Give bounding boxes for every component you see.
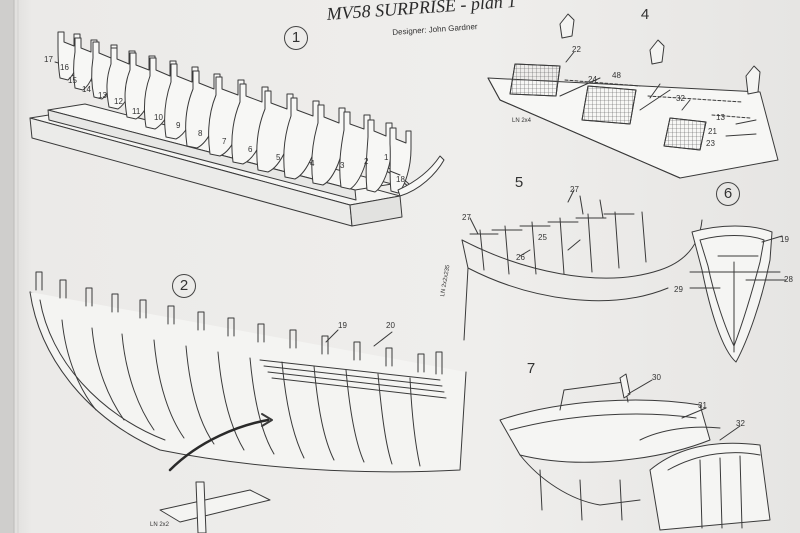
frame-label: 11 (132, 107, 141, 116)
step-marker-4: 4 (640, 6, 650, 23)
part-label: 32 (736, 419, 745, 428)
step-marker-2: 2 (172, 274, 196, 298)
part-label: 27 (462, 213, 471, 222)
frame-label: 7 (222, 137, 227, 146)
part-label: 20 (386, 321, 395, 330)
page-binding-edge (0, 0, 14, 533)
frame-label: 4 (310, 159, 315, 168)
dimension-label: 48 (612, 71, 621, 80)
part-label: LN 2x2 (150, 522, 170, 528)
part-label: 19 (780, 235, 789, 244)
step1-frames-drawing (29, 31, 445, 227)
frame-label: 3 (340, 161, 345, 170)
part-label: 28 (784, 275, 793, 284)
frame-label: 13 (98, 91, 107, 100)
frame-label: 2 (364, 157, 369, 166)
frame-label: 9 (176, 121, 181, 130)
step-marker-5: 5 (514, 174, 524, 191)
part-label: 19 (338, 321, 347, 330)
frame-label: 17 (44, 55, 53, 64)
step2-hull-drawing (29, 271, 467, 533)
step-marker-1: 1 (284, 26, 308, 50)
step6-transom-drawing (689, 225, 781, 363)
part-label: 27 (570, 185, 579, 194)
frame-label: 1 (384, 153, 389, 162)
dimension-label: 13 (716, 113, 725, 122)
step-marker-7: 7 (526, 360, 536, 377)
dimension-label: 32 (676, 94, 685, 103)
part-label: 23 (706, 139, 715, 148)
part-label: 25 (538, 233, 547, 242)
frame-label: 18 (396, 175, 405, 184)
frame-label: 5 (276, 153, 281, 162)
frame-label: 16 (60, 63, 69, 72)
frame-label: 15 (68, 76, 77, 85)
step-marker-6: 6 (716, 182, 740, 206)
frame-label: 6 (248, 145, 253, 154)
frame-label: 14 (82, 85, 91, 94)
part-label: 29 (674, 285, 683, 294)
part-label: 22 (572, 45, 581, 54)
part-label: 30 (652, 373, 661, 382)
frame-label: 10 (154, 113, 163, 122)
part-label: 21 (708, 127, 717, 136)
step4-deck-drawing (487, 13, 779, 179)
part-label: 26 (516, 253, 525, 262)
part-label: LN 2x4 (512, 118, 532, 124)
part-label: 24 (588, 75, 597, 84)
frame-label: 12 (114, 97, 123, 106)
frame-label: 8 (198, 129, 203, 138)
part-label: 31 (698, 401, 707, 410)
step7-stern-assembly-drawing (499, 373, 771, 531)
